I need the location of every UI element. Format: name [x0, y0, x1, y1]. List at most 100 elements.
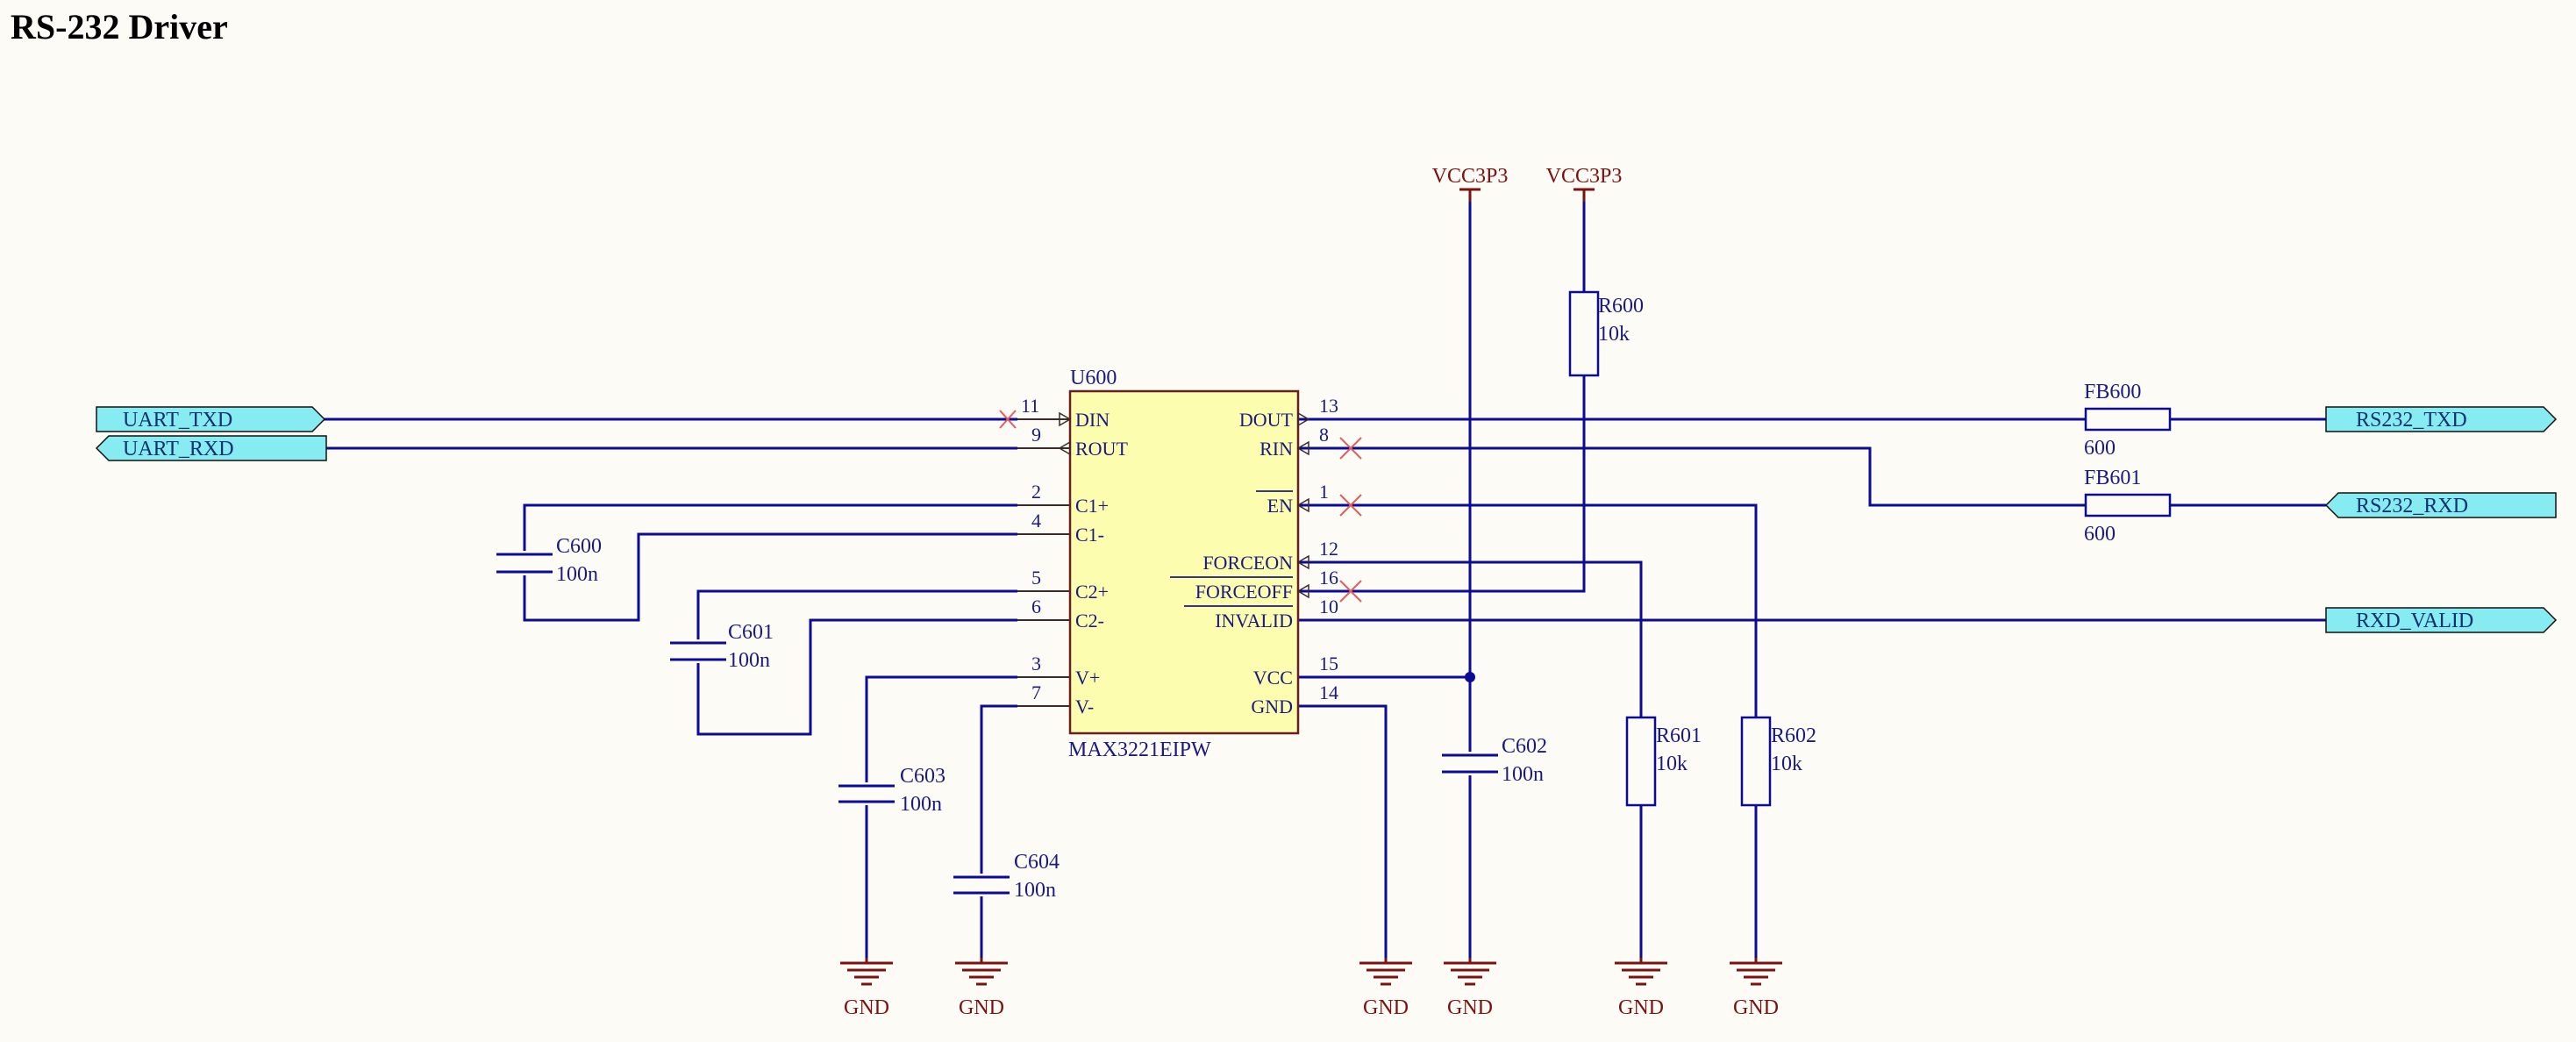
ic-body: [1068, 389, 1300, 735]
pin-name: RIN: [1259, 438, 1293, 460]
port-rs232-rxd[interactable]: RS232_RXD: [2324, 492, 2557, 518]
port-uart-rxd[interactable]: UART_RXD: [95, 435, 327, 461]
pin-number: 7: [1031, 682, 1041, 703]
pin-name: EN: [1267, 495, 1293, 517]
capacitor-c603[interactable]: C603 100n: [838, 765, 945, 816]
wires: [323, 189, 2326, 958]
pin-number: 5: [1031, 567, 1041, 589]
resistor-r602[interactable]: R602 10k: [1740, 716, 1816, 807]
port-label: RS232_RXD: [2356, 495, 2468, 517]
component-ref: C601: [728, 621, 774, 644]
ground-symbols: GND GND GND GND GND: [840, 958, 1782, 1019]
ferrite-fb600[interactable]: FB600 600: [2084, 381, 2172, 460]
pin-number: 6: [1031, 596, 1041, 617]
component-value: 100n: [1014, 879, 1056, 902]
component-ref: C600: [556, 535, 602, 558]
resistor-r600[interactable]: R600 10k: [1568, 290, 1644, 377]
component-ref: C603: [900, 765, 945, 788]
component-value: 10k: [1771, 753, 1802, 775]
component-value: 600: [2084, 437, 2116, 460]
pin-number: 12: [1319, 538, 1338, 560]
component-value: 10k: [1656, 753, 1688, 775]
component-ref: C604: [1014, 851, 1060, 874]
pin-name: VCC: [1253, 667, 1293, 689]
resistor-r601[interactable]: R601 10k: [1625, 716, 1702, 807]
ground-icon: GND: [955, 958, 1008, 1019]
component-ref: R600: [1598, 295, 1644, 318]
no-connect-icon: [1339, 437, 1362, 460]
pin-name: DIN: [1075, 409, 1110, 431]
ic-u600[interactable]: U600 MAX3221EIPW DIN ROUT C1+ C1- C2+ C2…: [1017, 367, 1338, 761]
component-value: 100n: [728, 649, 770, 672]
ground-label: GND: [1618, 996, 1664, 1019]
ground-label: GND: [1733, 996, 1779, 1019]
power-label: VCC3P3: [1432, 165, 1509, 188]
ground-label: GND: [959, 996, 1004, 1019]
power-vcc3p3[interactable]: VCC3P3: [1546, 165, 1623, 202]
power-vcc3p3[interactable]: VCC3P3: [1432, 165, 1509, 202]
pin-name: ROUT: [1075, 438, 1128, 460]
component-value: 100n: [556, 563, 598, 586]
pin-number: 9: [1031, 424, 1041, 446]
ground-icon: GND: [1615, 958, 1667, 1019]
input-arrow-icon: [1059, 411, 1072, 427]
capacitor-c604[interactable]: C604 100n: [953, 851, 1060, 902]
pin-name: FORCEON: [1202, 552, 1293, 574]
ic-ref: U600: [1070, 367, 1117, 389]
input-arrow-icon: [1296, 497, 1309, 513]
output-arrow-icon: [1297, 411, 1310, 427]
port-label: RXD_VALID: [2356, 610, 2473, 632]
pin-number: 15: [1319, 653, 1338, 674]
port-uart-txd[interactable]: UART_TXD: [96, 406, 326, 432]
pin-number: 8: [1319, 424, 1329, 446]
pin-number: 10: [1319, 596, 1338, 617]
pin-number: 11: [1021, 395, 1039, 417]
no-connect-markers: [999, 410, 1362, 603]
pin-name: FORCEOFF: [1195, 581, 1293, 603]
port-rxd-valid[interactable]: RXD_VALID: [2325, 607, 2558, 633]
pin-name: GND: [1251, 696, 1293, 717]
no-connect-icon: [999, 410, 1017, 429]
ground-icon: GND: [1359, 958, 1412, 1019]
ground-icon: GND: [840, 958, 893, 1019]
component-ref: FB600: [2084, 381, 2141, 403]
ground-icon: GND: [1730, 958, 1782, 1019]
no-connect-icon: [1339, 494, 1362, 517]
ground-label: GND: [844, 996, 889, 1019]
port-label: UART_TXD: [123, 409, 232, 432]
pin-name: C2-: [1075, 610, 1104, 632]
component-ref: R602: [1771, 724, 1816, 747]
port-label: RS232_TXD: [2356, 409, 2467, 432]
input-arrow-icon: [1296, 583, 1309, 599]
component-ref: C602: [1502, 735, 1547, 758]
component-value: 100n: [900, 793, 942, 816]
port-rs232-txd[interactable]: RS232_TXD: [2325, 406, 2558, 432]
pin-number: 2: [1031, 481, 1041, 503]
pin-number: 14: [1319, 682, 1338, 703]
component-ref: FB601: [2084, 467, 2141, 489]
pin-number: 4: [1031, 510, 1041, 532]
input-arrow-icon: [1296, 554, 1309, 570]
pin-number: 13: [1319, 395, 1338, 417]
ferrite-fb601[interactable]: FB601 600: [2084, 467, 2172, 546]
capacitor-c602[interactable]: C602 100n: [1442, 735, 1547, 786]
capacitor-c601[interactable]: C601 100n: [670, 621, 774, 672]
pin-name: C1-: [1075, 524, 1104, 546]
output-arrow-icon: [1058, 440, 1071, 456]
ground-icon: GND: [1444, 958, 1496, 1019]
port-label: UART_RXD: [123, 438, 234, 460]
sheet-title: RS-232 Driver: [11, 7, 228, 46]
ground-label: GND: [1447, 996, 1493, 1019]
component-value: 600: [2084, 523, 2116, 546]
pin-number: 1: [1319, 481, 1329, 503]
pin-number: 3: [1031, 653, 1041, 674]
pin-number: 16: [1319, 567, 1338, 589]
ic-part: MAX3221EIPW: [1068, 739, 1211, 761]
component-ref: R601: [1656, 724, 1702, 747]
pin-name: C1+: [1075, 495, 1109, 517]
capacitor-c600[interactable]: C600 100n: [496, 535, 602, 586]
no-connect-icon: [1339, 580, 1362, 603]
pin-name: DOUT: [1239, 409, 1294, 431]
pin-name: C2+: [1075, 581, 1109, 603]
